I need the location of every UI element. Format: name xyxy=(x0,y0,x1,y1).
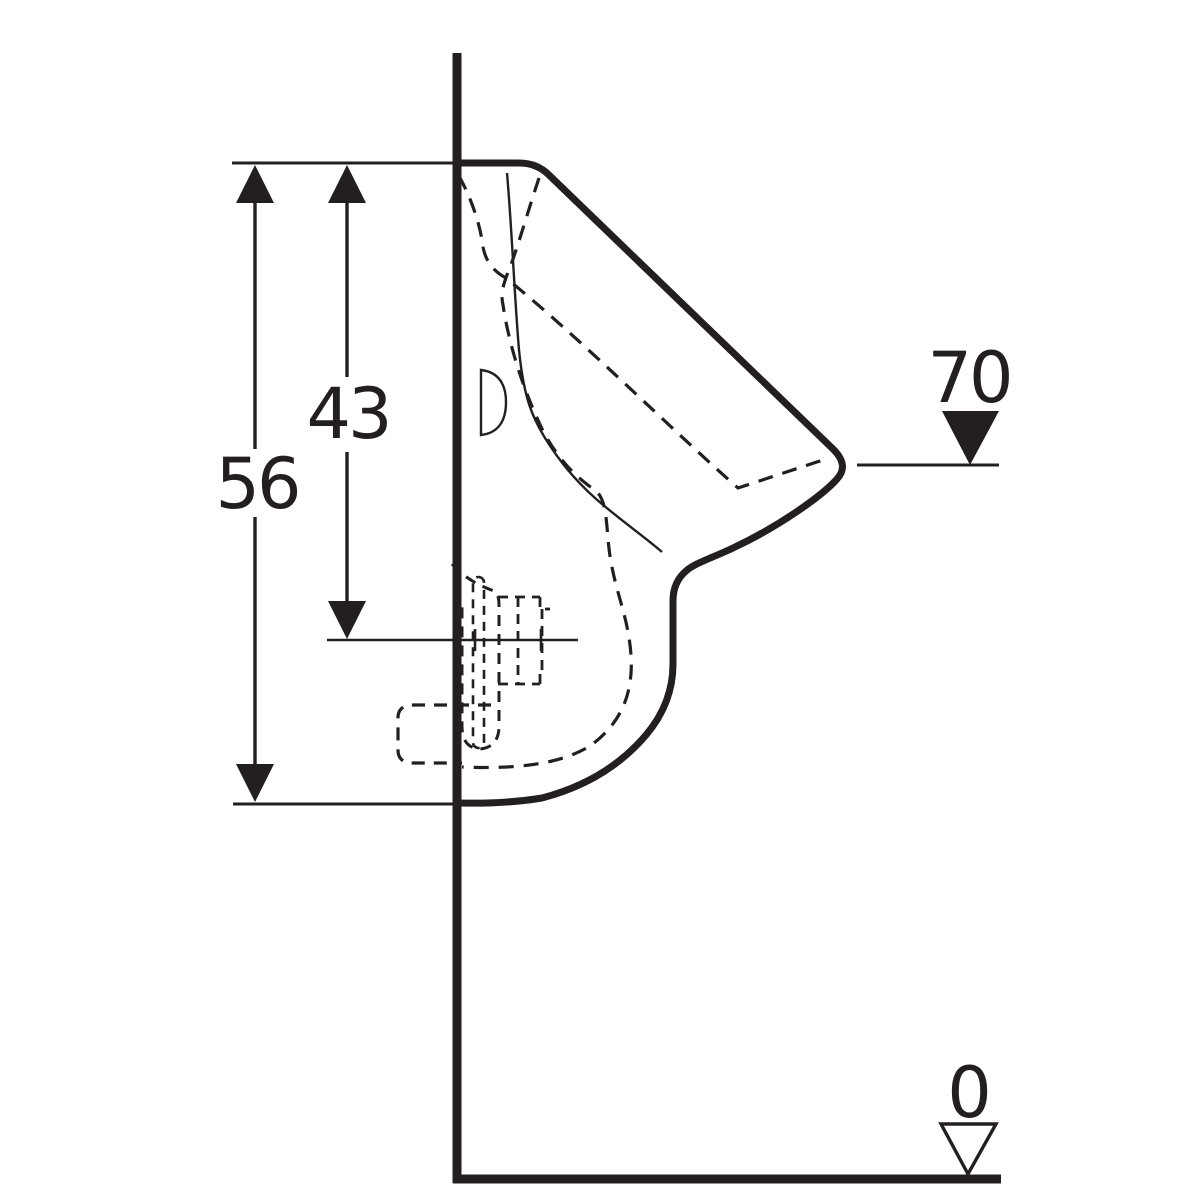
overflow-hole-outline xyxy=(479,368,508,437)
level-triangle-filled-icon xyxy=(942,411,999,465)
hidden-outlet-pipe xyxy=(396,703,491,765)
hidden-siphon-cartridge xyxy=(450,563,501,751)
level-marker-rim: 70 xyxy=(857,337,1014,467)
hidden-internal-lines xyxy=(396,175,830,770)
dimension-height-to-outlet: 43 xyxy=(306,165,393,639)
level-label-70: 70 xyxy=(927,337,1010,419)
dim-arrowhead-down-icon xyxy=(236,764,274,802)
dim-arrowhead-down-icon xyxy=(328,601,366,639)
dimension-label-43: 43 xyxy=(306,373,389,455)
dim-arrowhead-up-icon xyxy=(236,165,274,203)
level-triangle-open-icon xyxy=(938,1122,999,1178)
dimension-label-56: 56 xyxy=(215,443,298,525)
inner-bowl-edge-line xyxy=(505,172,663,553)
visible-internal-lines xyxy=(479,172,663,553)
level-marker-floor: 0 xyxy=(938,1052,999,1178)
hidden-cartridge-inner-pipe xyxy=(471,575,486,750)
hidden-inner-rim-line xyxy=(457,175,830,490)
hidden-bowl-back-line xyxy=(461,177,633,770)
extension-lines xyxy=(232,161,578,806)
dimension-overall-height: 56 xyxy=(215,165,302,802)
level-label-0: 0 xyxy=(947,1052,989,1134)
urinal-outer-profile xyxy=(455,159,846,807)
dim-arrowhead-up-icon xyxy=(328,165,366,203)
